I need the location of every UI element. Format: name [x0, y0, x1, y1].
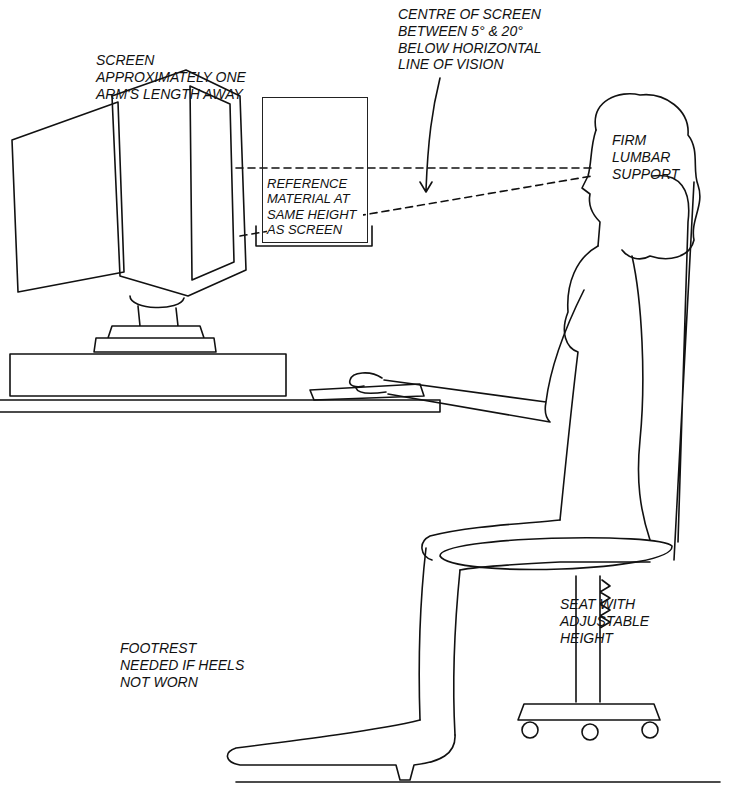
arm: [384, 290, 584, 422]
monitor-bezel: [112, 70, 246, 296]
angle-note: CENTRE OF SCREEN BETWEEN 5° & 20° BELOW …: [398, 6, 558, 73]
monitor-back: [12, 102, 124, 292]
document-holder: REFERENCE MATERIAL AT SAME HEIGHT AS SCR…: [262, 97, 368, 243]
leader-line: [420, 78, 440, 192]
monitor-screen: [190, 86, 234, 280]
lower-leg: [419, 548, 460, 735]
torso: [560, 246, 598, 520]
seat-note: SEAT WITH ADJUSTABLE HEIGHT: [560, 596, 670, 646]
boot: [227, 720, 455, 780]
footrest-note: FOOTREST NEEDED IF HEELS NOT WORN: [120, 640, 245, 690]
caster: [642, 722, 658, 738]
hand: [350, 373, 386, 393]
chair-seat: [440, 538, 672, 570]
face-profile: [582, 130, 600, 246]
node-text: REFERENCE MATERIAL AT SAME HEIGHT AS SCR…: [267, 176, 363, 238]
caster: [582, 724, 598, 740]
horizontal-sight-line: [236, 167, 592, 169]
floor: [236, 781, 720, 783]
caster: [522, 722, 538, 738]
desk: [0, 400, 440, 412]
lumbar-note: FIRM LUMBAR SUPPORT: [612, 132, 702, 182]
thigh: [422, 520, 650, 570]
chair-base: [518, 704, 660, 720]
monitor-stand: [94, 296, 216, 352]
screen-distance-note: SCREEN APPROXIMATELY ONE ARM'S LENGTH AW…: [96, 52, 246, 102]
chair-backrest: [652, 175, 694, 560]
back: [632, 256, 650, 540]
computer-box: [10, 354, 286, 396]
